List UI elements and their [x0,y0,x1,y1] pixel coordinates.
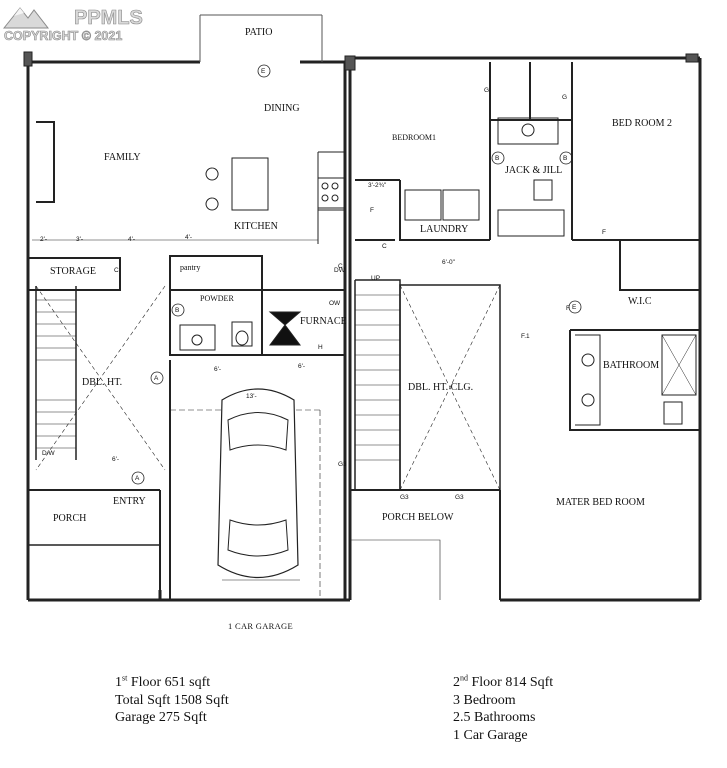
tag-f-2: F [602,229,606,236]
tag-a-circle-2 [131,471,145,485]
room-label-porch: PORCH [53,513,86,524]
tag-b-circle-2 [491,151,505,165]
room-label-kitchen: KITCHEN [234,221,278,232]
second-floor-sqft-text: Floor 814 Sqft [468,675,554,690]
tag-dw: DW [334,267,346,274]
tag-g-2: G [562,94,567,101]
dim-4: 4'- [128,236,135,243]
second-floor-walls [344,53,702,602]
tag-f-point-1: F.1 [521,333,530,340]
garage-sqft: Garage 275 Sqft [115,710,207,725]
room-label-patio: PATIO [245,27,272,38]
tag-b-3: B [563,155,567,162]
tag-b-circle-3 [559,151,573,165]
dim-2: 2'- [40,236,47,243]
tag-ow: OW [329,300,341,307]
watermark-copyright: COPYRIGHT © 2021 [4,29,122,43]
tag-b-1: B [175,307,179,314]
bedroom-count: 3 Bedroom [453,692,516,708]
total-sqft: Total Sqft 1508 Sqft [115,692,229,708]
dim-13: 13'- [246,393,257,400]
garage-caption: 1 CAR GARAGE [228,621,293,631]
tag-h: H [318,344,323,351]
door-window-tags: E E C C C B B B F F F F.1 A A G3 G3 G3 D… [114,64,606,501]
room-labels: PATIO DINING FAMILY KITCHEN STORAGE pant… [42,27,672,524]
tag-e-2: E [572,304,577,311]
room-label-powder: POWDER [200,294,234,303]
tag-f-3: F [566,305,570,312]
tag-e-1: E [261,68,266,75]
dw-label: D/W [42,450,56,457]
room-label-storage: STORAGE [50,266,96,277]
tag-c-2: C [338,263,343,270]
room-label-dbl-ht-clg: DBL. HT. CLG. [408,382,473,393]
tag-g3-2: G3 [400,494,409,501]
floor-plan: PATIO DINING FAMILY KITCHEN STORAGE pant… [23,14,702,602]
summary-first-floor: 1st Floor 651 sqft Total Sqft 1508 Sqft … [115,674,229,727]
room-label-pantry: pantry [180,263,200,272]
ppmls-watermark-logo: PPMLS COPYRIGHT © 2021 [2,7,143,43]
room-label-furnace: FURNACE [300,316,347,327]
dim-4b: 4'- [185,234,192,241]
tag-c-3: C [382,243,387,250]
tag-c-1: C [114,267,119,274]
summary-second-floor: 2nd Floor 814 Sqft 3 Bedroom 2.5 Bathroo… [453,674,553,744]
first-floor-walls [23,14,350,602]
dimension-labels: 2'- 3'- 4'- 4'- 6'- 6'- 6'- 13'- 3'-2¾" … [40,182,456,463]
room-label-master: MATER BED ROOM [556,497,645,508]
room-label-laundry: LAUNDRY [420,224,468,235]
tag-g-1: G [484,87,489,94]
tag-a-1: A [154,375,159,382]
dim-3-2: 3'-2¾" [368,182,387,189]
bathroom-count: 2.5 Bathrooms [453,710,536,725]
tag-g3-3: G3 [455,494,464,501]
room-label-bathroom: BATHROOM [603,360,659,371]
tag-b-circle-1 [171,303,185,317]
room-label-bedroom2: BED ROOM 2 [612,118,672,129]
tag-e-circle-2 [568,300,582,314]
room-label-entry: ENTRY [113,496,146,507]
dim-3: 3'- [76,236,83,243]
tag-a-circle-1 [150,371,164,385]
dim-6c: 6'- [112,456,119,463]
room-label-jack-jill: JACK & JILL [505,165,562,176]
first-floor-sqft-text: Floor 651 sqft [127,675,211,690]
tag-e-circle-1 [257,64,271,78]
dim-6b: 6'- [298,363,305,370]
second-floor-sqft: 2nd Floor 814 Sqft [453,674,553,692]
garage-count: 1 Car Garage [453,727,528,743]
tag-a-2: A [135,475,140,482]
first-floor-sqft: 1st Floor 651 sqft [115,674,229,692]
watermark-brand: PPMLS [74,7,143,29]
mountain-logo-icon [2,7,50,29]
room-label-porch-below: PORCH BELOW [382,512,454,523]
room-label-wic: W.I.C [628,296,652,307]
room-label-bedroom1: BEDROOM1 [392,133,436,142]
dim-6-0: 6'-0" [442,259,456,266]
tag-g3-1: G3 [338,461,347,468]
tag-f-1: F [370,207,374,214]
room-label-dbl-ht: DBL. HT. [82,377,122,388]
second-floor-ordinal-number: 2 [453,675,460,690]
stair-up-label: UP [371,275,380,282]
first-floor-ordinal-suffix: st [122,673,128,683]
second-floor-ordinal-suffix: nd [460,673,468,683]
tag-b-2: B [495,155,499,162]
first-floor-ordinal-number: 1 [115,675,122,690]
room-label-dining: DINING [264,103,300,114]
dim-6: 6'- [214,366,221,373]
room-label-family: FAMILY [104,152,141,163]
